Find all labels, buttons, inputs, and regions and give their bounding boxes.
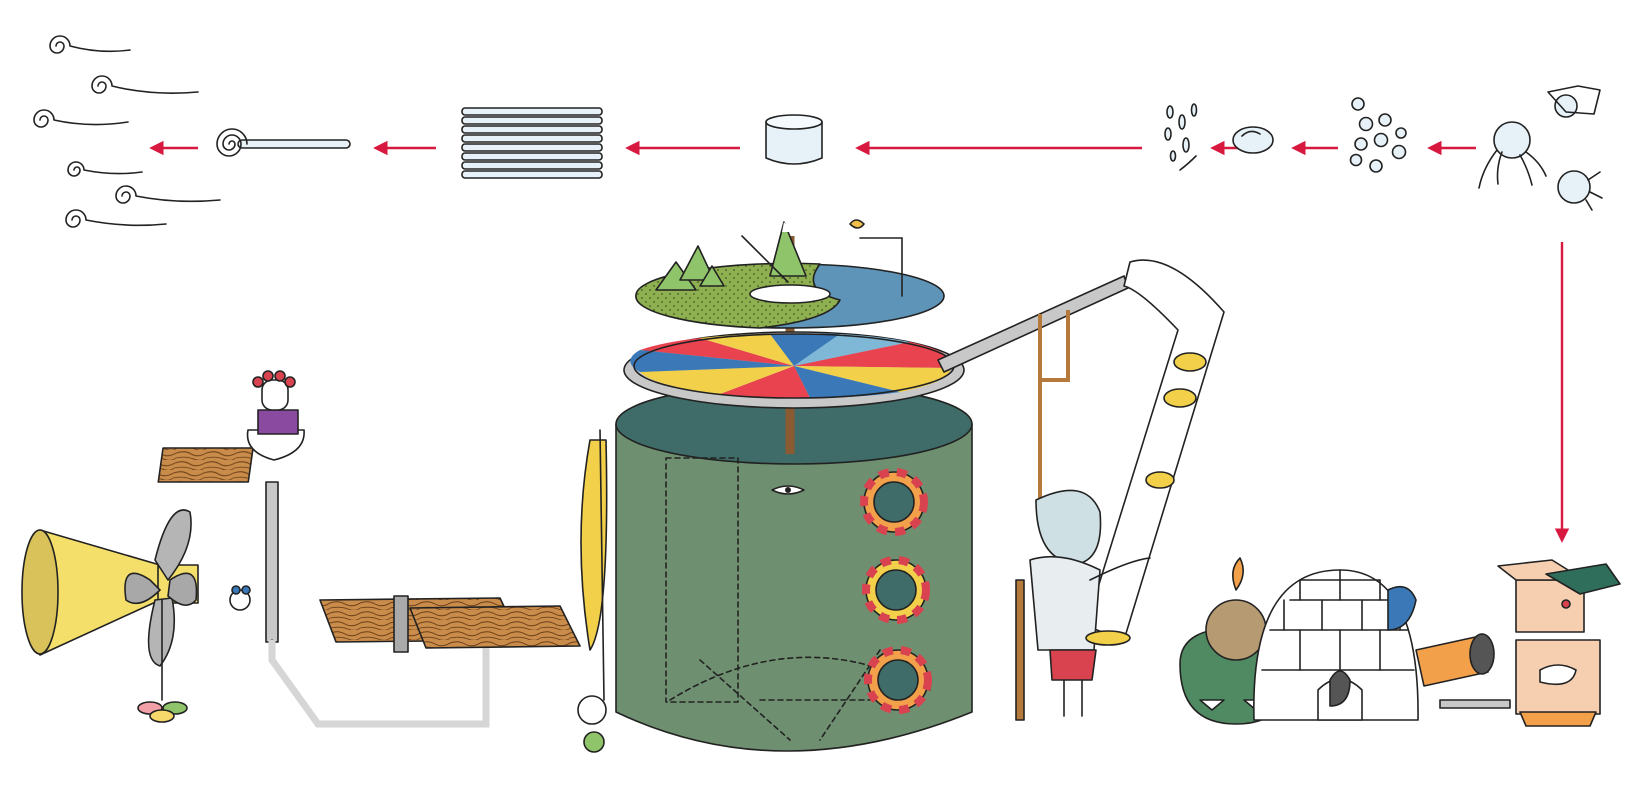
cylinder-puck-icon	[765, 114, 823, 165]
spiral-tadpoles-icon	[33, 35, 221, 228]
winged-seeds-icon	[1478, 85, 1603, 211]
pinwheel-disc	[623, 331, 965, 409]
bald-man	[1015, 489, 1151, 721]
porthole-2	[862, 556, 930, 624]
igloo	[1253, 569, 1419, 721]
box-with-hands	[1415, 559, 1621, 727]
droplet-icon	[1232, 126, 1274, 154]
green-tank	[577, 383, 973, 753]
horn-speaker	[21, 529, 199, 656]
wooden-planks	[319, 595, 581, 653]
porthole-3	[864, 646, 932, 714]
bubble-cluster-icon	[1349, 97, 1407, 173]
propeller-fan	[124, 509, 198, 723]
splash-icon	[1164, 103, 1198, 171]
porthole-1	[860, 468, 928, 536]
rolled-spiral-icon	[216, 128, 351, 157]
rotating-disc-island	[635, 219, 945, 329]
stacked-sheets-icon	[461, 107, 603, 179]
figure-on-platform	[157, 370, 490, 728]
